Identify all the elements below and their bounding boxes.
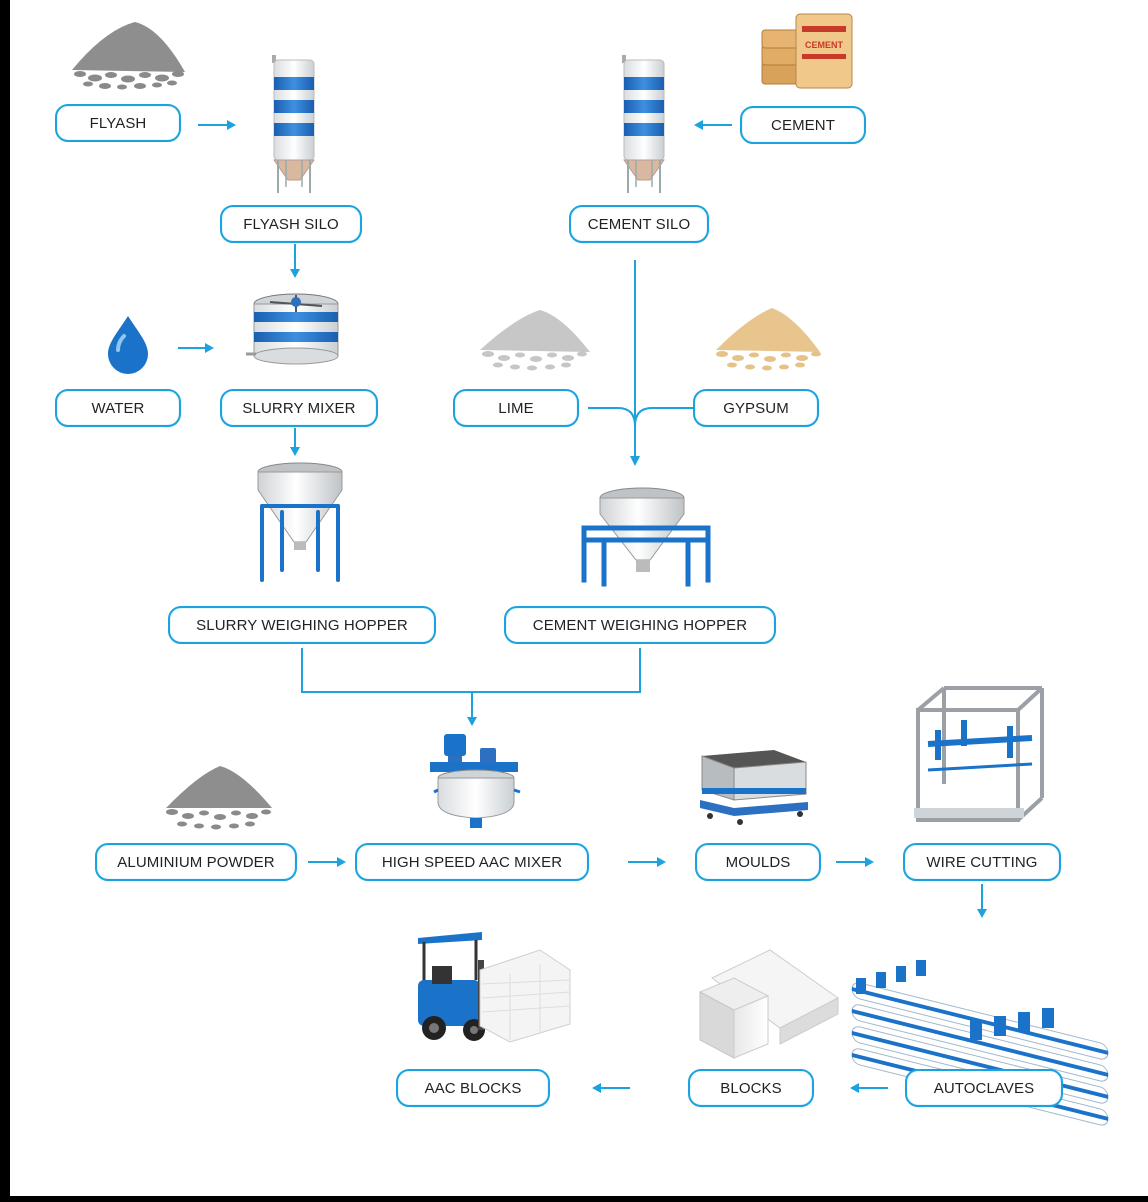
node-autoclaves-label: AUTOCLAVES: [933, 1079, 1035, 1097]
aac-mixer-icon: [430, 734, 521, 828]
connector-lime: [588, 407, 636, 427]
node-high-speed-aac-mixer-label: HIGH SPEED AAC MIXER: [381, 853, 563, 871]
node-flyash: FLYASH: [55, 104, 181, 142]
process-flow-diagram: CEMENT: [10, 0, 1148, 1196]
node-cement-label: CEMENT: [771, 116, 835, 134]
node-cement-weighing-hopper-label: CEMENT WEIGHING HOPPER: [532, 616, 748, 634]
forklift-icon: [418, 932, 571, 1043]
node-lime-label: LIME: [498, 399, 534, 417]
node-cement-silo: CEMENT SILO: [569, 205, 709, 243]
slurry-hopper-icon: [257, 462, 343, 582]
cement-hopper-icon: [581, 487, 711, 587]
node-flyash-silo: FLYASH SILO: [220, 205, 362, 243]
node-moulds: MOULDS: [695, 843, 821, 881]
node-slurry-mixer: SLURRY MIXER: [220, 389, 378, 427]
cement-silo-icon: [622, 55, 665, 193]
arrowheads: [205, 120, 987, 1093]
aluminium-powder-pile-icon: [166, 766, 272, 830]
node-flyash-label: FLYASH: [89, 114, 147, 132]
node-water-label: WATER: [91, 399, 145, 417]
block-icon: [698, 949, 839, 1059]
node-water: WATER: [55, 389, 181, 427]
gypsum-pile-icon: [716, 308, 821, 371]
node-autoclaves: AUTOCLAVES: [905, 1069, 1063, 1107]
mould-icon: [700, 750, 808, 825]
node-high-speed-aac-mixer: HIGH SPEED AAC MIXER: [355, 843, 589, 881]
cutting-machine-icon: [914, 686, 1044, 822]
node-gypsum-label: GYPSUM: [723, 399, 789, 417]
illustrations-layer: CEMENT: [72, 13, 1109, 1126]
cement-bag-label: CEMENT: [805, 40, 844, 50]
flyash-pile-icon: [72, 22, 185, 90]
node-cement-silo-label: CEMENT SILO: [587, 215, 691, 233]
node-wire-cutting-label: WIRE CUTTING: [926, 853, 1038, 871]
node-slurry-weighing-hopper: SLURRY WEIGHING HOPPER: [168, 606, 436, 644]
water-drop-icon: [108, 316, 148, 374]
connector-hoppers-merge: [301, 648, 641, 693]
node-flyash-silo-label: FLYASH SILO: [243, 215, 339, 233]
node-wire-cutting: WIRE CUTTING: [903, 843, 1061, 881]
node-blocks-label: BLOCKS: [720, 1079, 782, 1097]
node-blocks: BLOCKS: [688, 1069, 814, 1107]
node-slurry-mixer-label: SLURRY MIXER: [242, 399, 356, 417]
node-moulds-label: MOULDS: [725, 853, 791, 871]
node-aluminium-powder-label: ALUMINIUM POWDER: [117, 853, 275, 871]
cement-bags-icon: CEMENT: [761, 13, 853, 89]
flyash-silo-icon: [272, 55, 315, 193]
flow-connectors: [178, 124, 983, 1089]
node-aac-blocks: AAC BLOCKS: [396, 1069, 550, 1107]
node-cement: CEMENT: [740, 106, 866, 144]
node-gypsum: GYPSUM: [693, 389, 819, 427]
lime-pile-icon: [480, 310, 590, 371]
slurry-mixer-icon: [246, 293, 339, 365]
node-aluminium-powder: ALUMINIUM POWDER: [95, 843, 297, 881]
node-aac-blocks-label: AAC BLOCKS: [424, 1079, 522, 1097]
node-slurry-weighing-hopper-label: SLURRY WEIGHING HOPPER: [196, 616, 408, 634]
node-lime: LIME: [453, 389, 579, 427]
node-cement-weighing-hopper: CEMENT WEIGHING HOPPER: [504, 606, 776, 644]
connector-gypsum: [634, 407, 693, 427]
